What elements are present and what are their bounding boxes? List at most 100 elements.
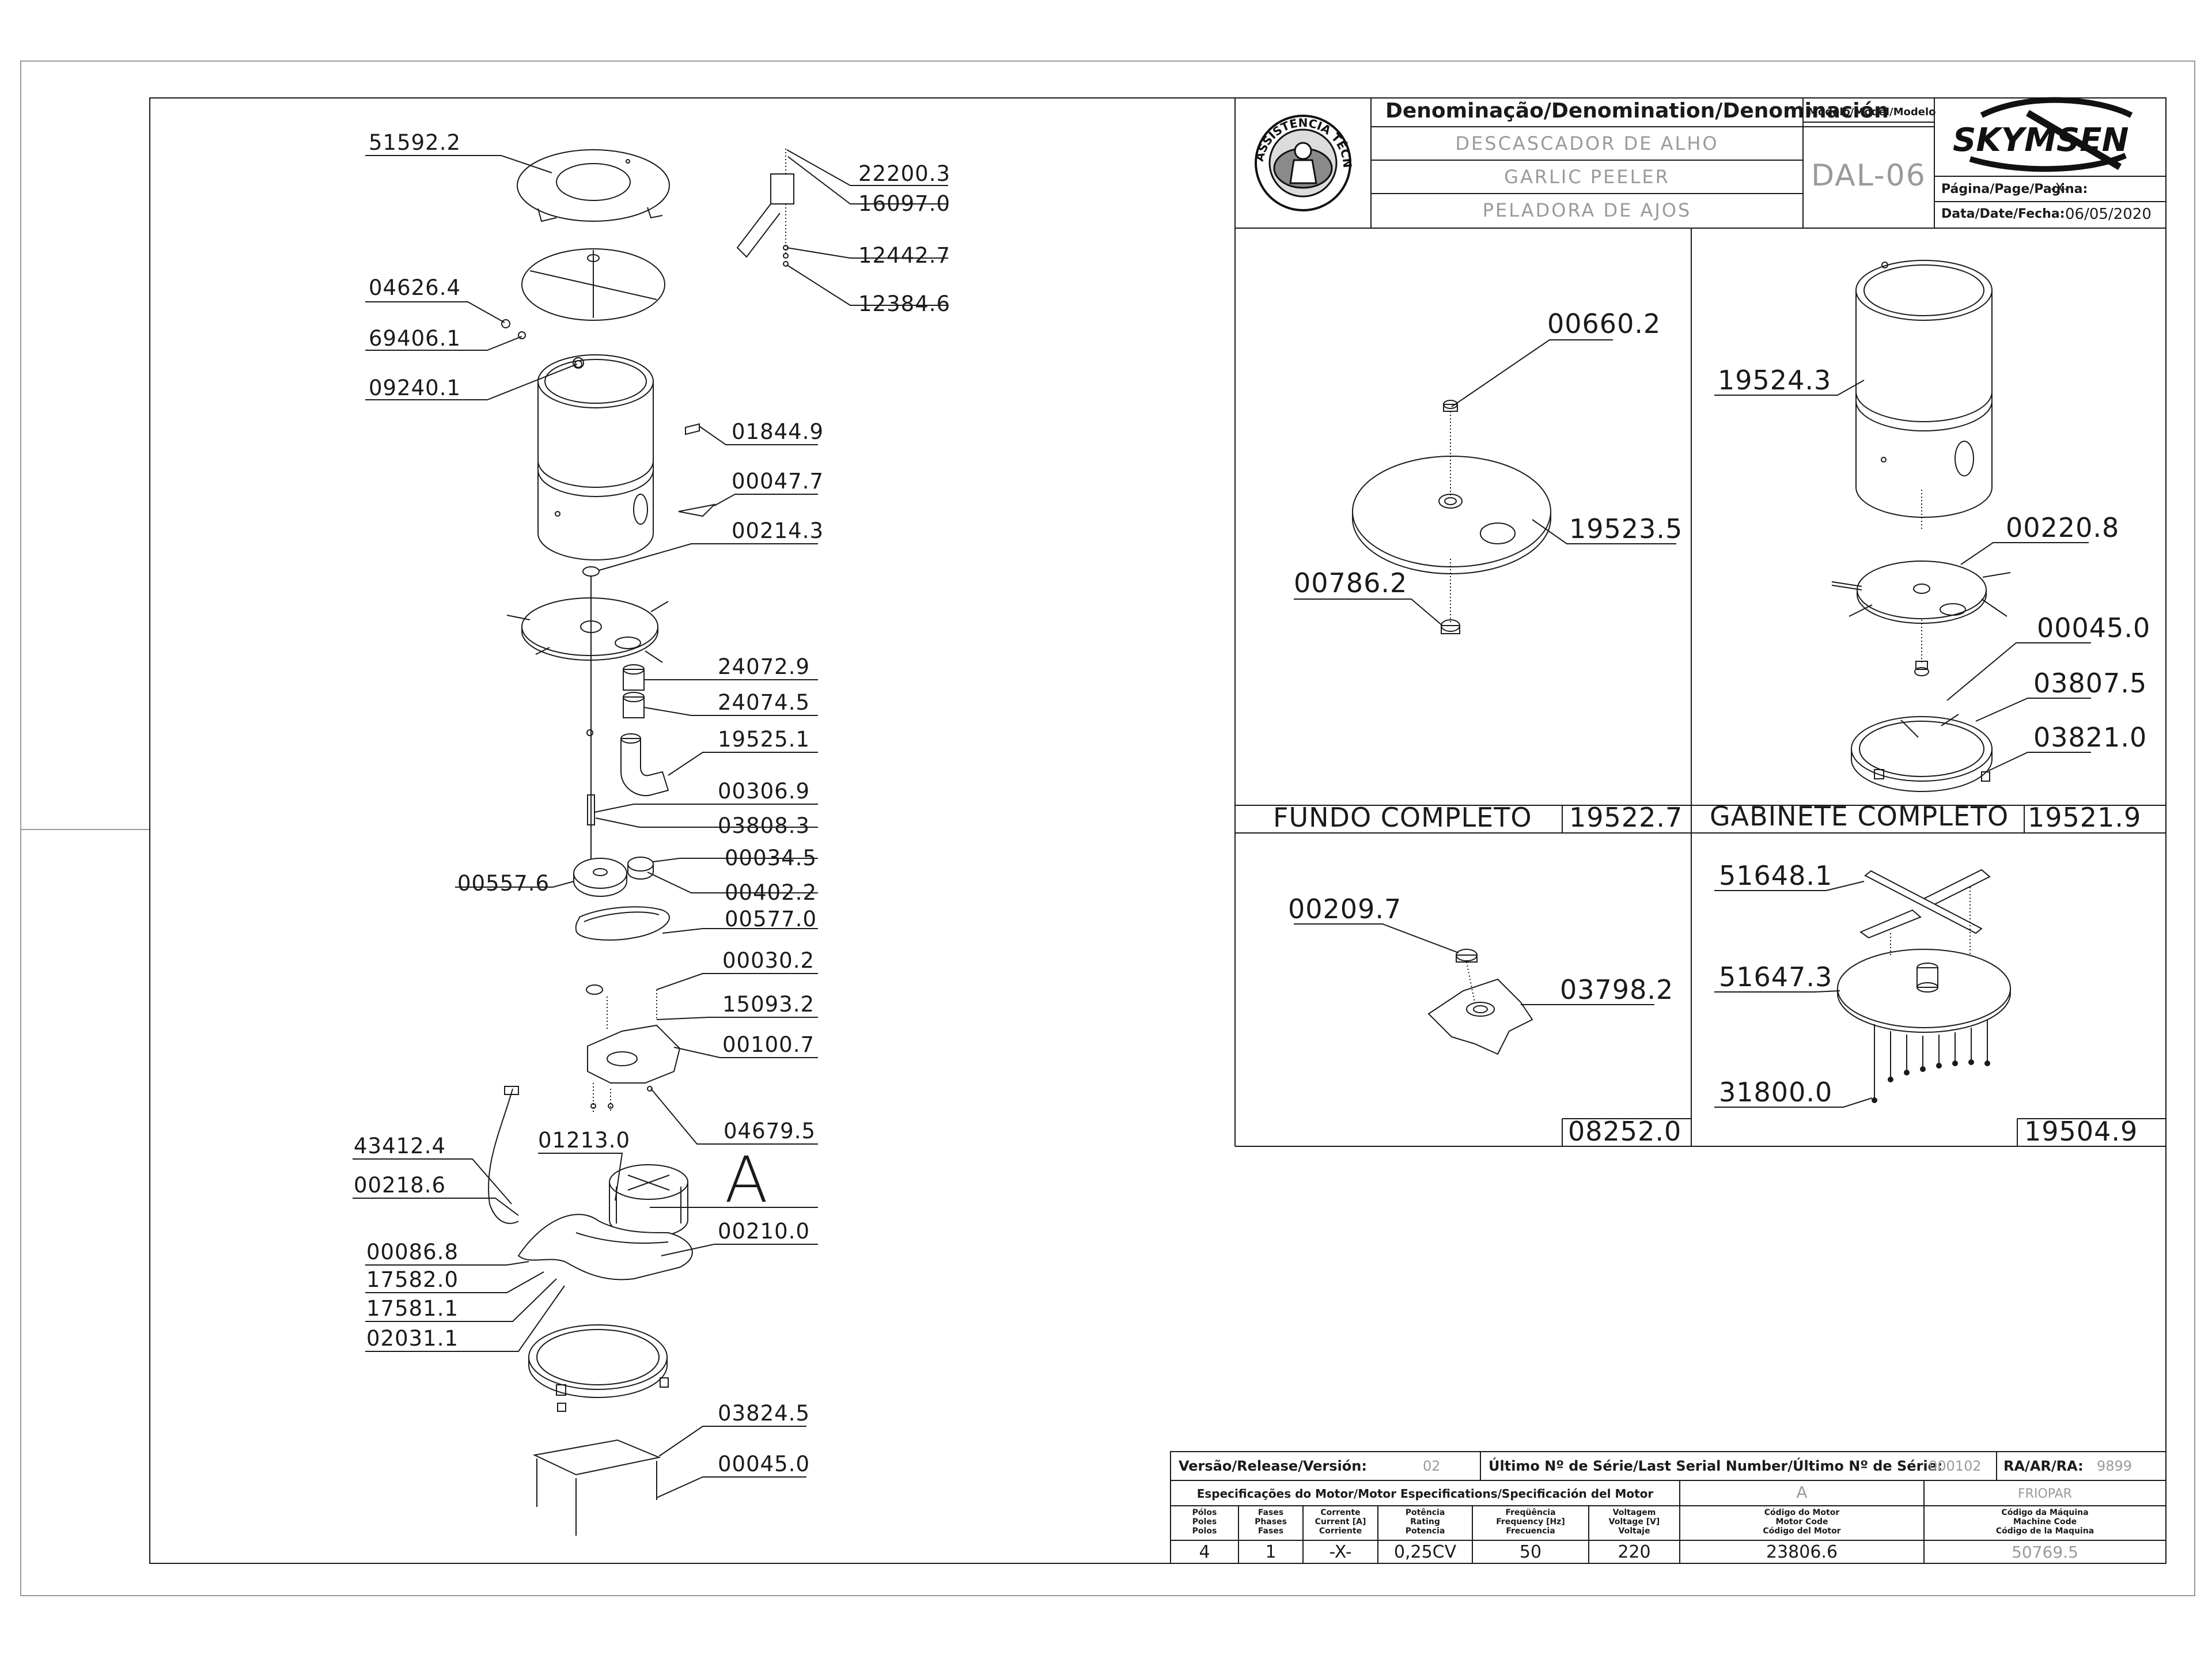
name-en: GARLIC PEELER: [1504, 166, 1670, 188]
footer-value-6: 23806.6: [1766, 1542, 1838, 1562]
footer-col-header-2-line-0: Corrente: [1320, 1508, 1360, 1517]
gabinete-label-e: 03821.0: [2033, 722, 2147, 753]
date-label: Data/Date/Fecha:: [1941, 207, 2065, 221]
serial-label: Último Nº de Série/Last Serial Number/Úl…: [1488, 1457, 1943, 1474]
label-24074-5: 24074.5: [718, 690, 810, 715]
panel-grid: [1234, 228, 2166, 1147]
release-label: Versão/Release/Versión:: [1179, 1458, 1367, 1474]
label-00218-6: 00218.6: [354, 1173, 446, 1198]
footer-col-header-4-line-2: Frecuencia: [1506, 1527, 1555, 1536]
footer-value-3: 0,25CV: [1394, 1542, 1457, 1562]
bottom-right-label-b: 51647.3: [1719, 961, 1832, 993]
footer-col-header-1-line-0: Fases: [1258, 1508, 1283, 1517]
main-leaders: [353, 149, 948, 1498]
fundo-label-b: 19523.5: [1569, 513, 1683, 544]
footer-col-header-7-line-2: Código de la Maquina: [1996, 1527, 2094, 1536]
label-12384-6: 12384.6: [858, 291, 950, 316]
gabinete-label-b: 00220.8: [2006, 512, 2119, 543]
bottom-left-label-b: 03798.2: [1560, 974, 1673, 1005]
name-es: PELADORA DE AJOS: [1483, 199, 1692, 221]
bottom-right-drawing: [1837, 869, 2011, 1033]
footer-value-0: 4: [1199, 1542, 1210, 1562]
release-value: 02: [1423, 1458, 1441, 1474]
footer-col-header-5-line-1: Voltage [V]: [1609, 1517, 1660, 1527]
label-03808-3: 03808.3: [718, 813, 810, 838]
date-value: 06/05/2020: [2065, 206, 2152, 223]
footer-col-header-0-line-0: Pólos: [1192, 1508, 1217, 1517]
gabinete-label-c: 00045.0: [2037, 612, 2150, 643]
footer-col-header-6-line-1: Motor Code: [1775, 1517, 1828, 1527]
gabinete-drawing: [1831, 260, 2011, 792]
ra-label: RA/AR/RA:: [2003, 1458, 2084, 1474]
main-exploded-drawing: [488, 149, 794, 1536]
authorized-service-seal: ASSISTÊNCIA TÉCNICA AUTORIZADA: [0, 0, 1354, 211]
fundo-leaders: [1294, 339, 1676, 626]
label-motor-A: A: [725, 1143, 768, 1217]
label-00045-0: 00045.0: [718, 1452, 810, 1476]
brand-logo: SKYMSEN: [1953, 97, 2133, 172]
footer-value-4: 50: [1520, 1542, 1541, 1562]
label-00557-6: 00557.6: [457, 871, 550, 896]
footer-col-header-3-line-0: Potência: [1406, 1508, 1445, 1517]
gabinete-title: GABINETE COMPLETO: [1710, 801, 2009, 832]
footer-col-header-7-line-1: Machine Code: [2013, 1517, 2077, 1527]
fundo-label-a: 00660.2: [1547, 308, 1661, 339]
label-01213-0: 01213.0: [538, 1128, 630, 1153]
footer-column-headers: PólosPolesPolosFasesPhasesFasesCorrenteC…: [1192, 1508, 2094, 1536]
label-17582-0: 17582.0: [366, 1267, 459, 1292]
fundo-code: 19522.7: [1569, 802, 1683, 833]
denomination-title: Denominação/Denomination/Denominación: [1385, 99, 1889, 123]
ra-value: 9899: [2097, 1458, 2132, 1474]
footer-col-header-1-line-2: Fases: [1258, 1527, 1283, 1536]
bottom-left-drawing: [1427, 949, 1533, 1055]
footer-col-header-5-line-0: Voltagem: [1613, 1508, 1656, 1517]
label-51592-2: 51592.2: [369, 130, 461, 155]
footer-col-header-2-line-2: Corriente: [1319, 1527, 1362, 1536]
label-22200-3: 22200.3: [858, 161, 950, 186]
bottom-right-label-a: 51648.1: [1719, 860, 1832, 891]
gabinete-code: 19521.9: [2028, 802, 2141, 833]
label-09240-1: 09240.1: [369, 376, 461, 400]
label-04626-4: 04626.4: [369, 275, 461, 300]
brand-name: SKYMSEN: [1953, 122, 2128, 159]
fundo-title: FUNDO COMPLETO: [1273, 802, 1532, 833]
footer-col-header-3-line-1: Rating: [1410, 1517, 1440, 1527]
gabinete-label-d: 03807.5: [2033, 668, 2147, 699]
footer-col-header-4-line-1: Frequency [Hz]: [1496, 1517, 1565, 1527]
bottom-right-screws: [1872, 887, 1990, 1103]
label-16097-0: 16097.0: [858, 191, 950, 216]
footer-col-header-1-line-1: Phases: [1255, 1517, 1287, 1527]
label-43412-4: 43412.4: [354, 1134, 446, 1158]
motor-spec-label: Especificações do Motor/Motor Especifica…: [1197, 1487, 1654, 1501]
label-12442-7: 12442.7: [858, 243, 950, 268]
footer-value-1: 1: [1265, 1542, 1276, 1562]
footer-col-header-6-line-0: Código do Motor: [1764, 1508, 1840, 1517]
label-00210-0: 00210.0: [718, 1219, 810, 1244]
gabinete-leaders: [1714, 380, 2091, 771]
serial-value: 000102: [1929, 1458, 1982, 1474]
label-15093-2: 15093.2: [722, 992, 815, 1017]
title-block: [1234, 97, 2166, 229]
footer-value-5: 220: [1618, 1542, 1650, 1562]
label-00306-9: 00306.9: [718, 779, 810, 804]
name-pt: DESCASCADOR DE ALHO: [1455, 132, 1718, 154]
label-04679-5: 04679.5: [724, 1119, 816, 1143]
bottom-right-code: 19504.9: [2024, 1116, 2138, 1147]
label-02031-1: 02031.1: [366, 1326, 459, 1351]
motor-maker: FRIOPAR: [2018, 1487, 2072, 1501]
footer-value-2: -X-: [1329, 1542, 1351, 1562]
fundo-drawing: [1352, 400, 1551, 634]
fundo-label-c: 00786.2: [1294, 567, 1407, 599]
bottom-left-leaders: [1294, 923, 1654, 1005]
label-00214-3: 00214.3: [732, 518, 824, 543]
label-00047-7: 00047.7: [732, 469, 824, 494]
page-value: -X-: [2051, 180, 2069, 196]
footer-col-header-2-line-1: Current [A]: [1315, 1517, 1366, 1527]
footer-col-header-3-line-2: Potencia: [1406, 1527, 1445, 1536]
bottom-right-leaders: [1714, 881, 1873, 1108]
svg-text:ASSISTÊNCIA TÉCNICA AUTORIZADA: ASSISTÊNCIA TÉCNICA AUTORIZADA: [0, 0, 1354, 168]
footer-col-header-5-line-2: Voltaje: [1619, 1527, 1650, 1536]
bottom-right-label-c: 31800.0: [1719, 1077, 1832, 1108]
label-00100-7: 00100.7: [722, 1032, 815, 1057]
